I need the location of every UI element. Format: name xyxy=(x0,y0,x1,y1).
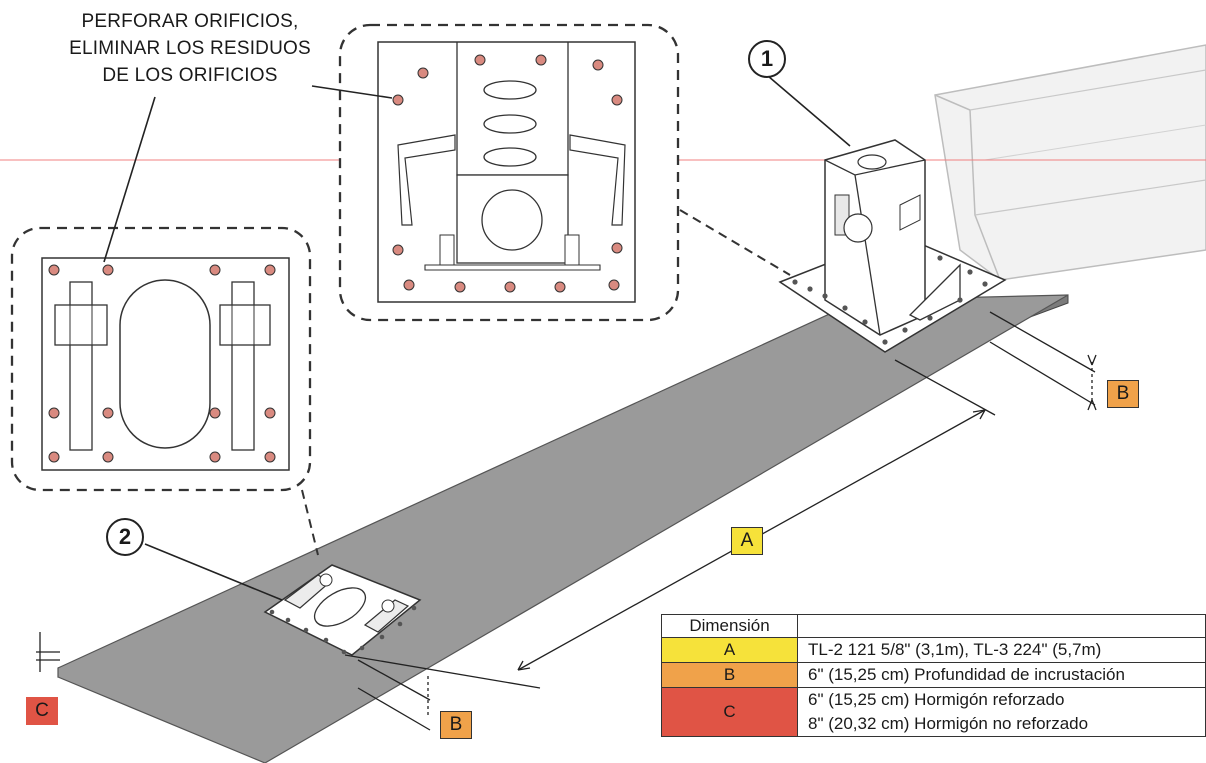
dim-b-label-bottom: B xyxy=(440,711,472,739)
marker-1: 1 xyxy=(748,40,786,78)
detail-left-holes xyxy=(48,264,276,463)
drill-holes-callout: PERFORAR ORIFICIOS, ELIMINAR LOS RESIDUO… xyxy=(40,8,340,89)
table-value-a-line: TL-2 121 5/8" (3,1m), TL-3 224" (5,7m) xyxy=(808,640,1102,659)
table-value-b-line: 6" (15,25 cm) Profundidad de incrustació… xyxy=(808,665,1125,684)
table-value-c-line-1: 6" (15,25 cm) Hormigón reforzado xyxy=(808,690,1065,709)
marker-2: 2 xyxy=(106,518,144,556)
leader-lines xyxy=(103,75,851,601)
post-assembly-2 xyxy=(263,564,422,656)
table-row-b: B 6" (15,25 cm) Profundidad de incrustac… xyxy=(661,662,1206,688)
dimension-table: Dimensión A TL-2 121 5/8" (3,1m), TL-3 2… xyxy=(661,614,1206,737)
table-row-c: C 6" (15,25 cm) Hormigón reforzado 8" (2… xyxy=(661,687,1206,737)
table-value-c-line-2: 8" (20,32 cm) Hormigón no reforzado xyxy=(808,714,1089,733)
table-value-b: 6" (15,25 cm) Profundidad de incrustació… xyxy=(797,662,1206,688)
table-row-a: A TL-2 121 5/8" (3,1m), TL-3 224" (5,7m) xyxy=(661,637,1206,663)
table-value-c: 6" (15,25 cm) Hormigón reforzado 8" (20,… xyxy=(797,687,1206,737)
plate-2-bolt-holes xyxy=(269,605,417,655)
detail-connector-lines xyxy=(301,209,791,556)
detail-box-left xyxy=(10,226,312,492)
callout-line-2: ELIMINAR LOS RESIDUOS xyxy=(69,38,311,59)
dim-b-label-top: B xyxy=(1107,380,1139,408)
callout-line-3: DE LOS ORIFICIOS xyxy=(102,65,278,86)
dim-c-label: C xyxy=(26,697,58,725)
callout-line-1: PERFORAR ORIFICIOS, xyxy=(81,11,299,32)
table-header-empty xyxy=(797,614,1206,638)
dim-a-label: A xyxy=(731,527,763,555)
detail-box-top xyxy=(338,23,680,322)
table-header-row: Dimensión xyxy=(661,614,1206,638)
detail-top-holes xyxy=(392,54,623,293)
post-assembly-1 xyxy=(778,139,1007,353)
table-key-a: A xyxy=(661,637,798,663)
table-header-cell: Dimensión xyxy=(661,614,798,638)
table-value-a: TL-2 121 5/8" (3,1m), TL-3 224" (5,7m) xyxy=(797,637,1206,663)
table-key-b: B xyxy=(661,662,798,688)
plate-1-bolt-holes xyxy=(792,255,988,345)
table-key-c: C xyxy=(661,687,798,737)
concrete-barrier xyxy=(934,44,1206,281)
